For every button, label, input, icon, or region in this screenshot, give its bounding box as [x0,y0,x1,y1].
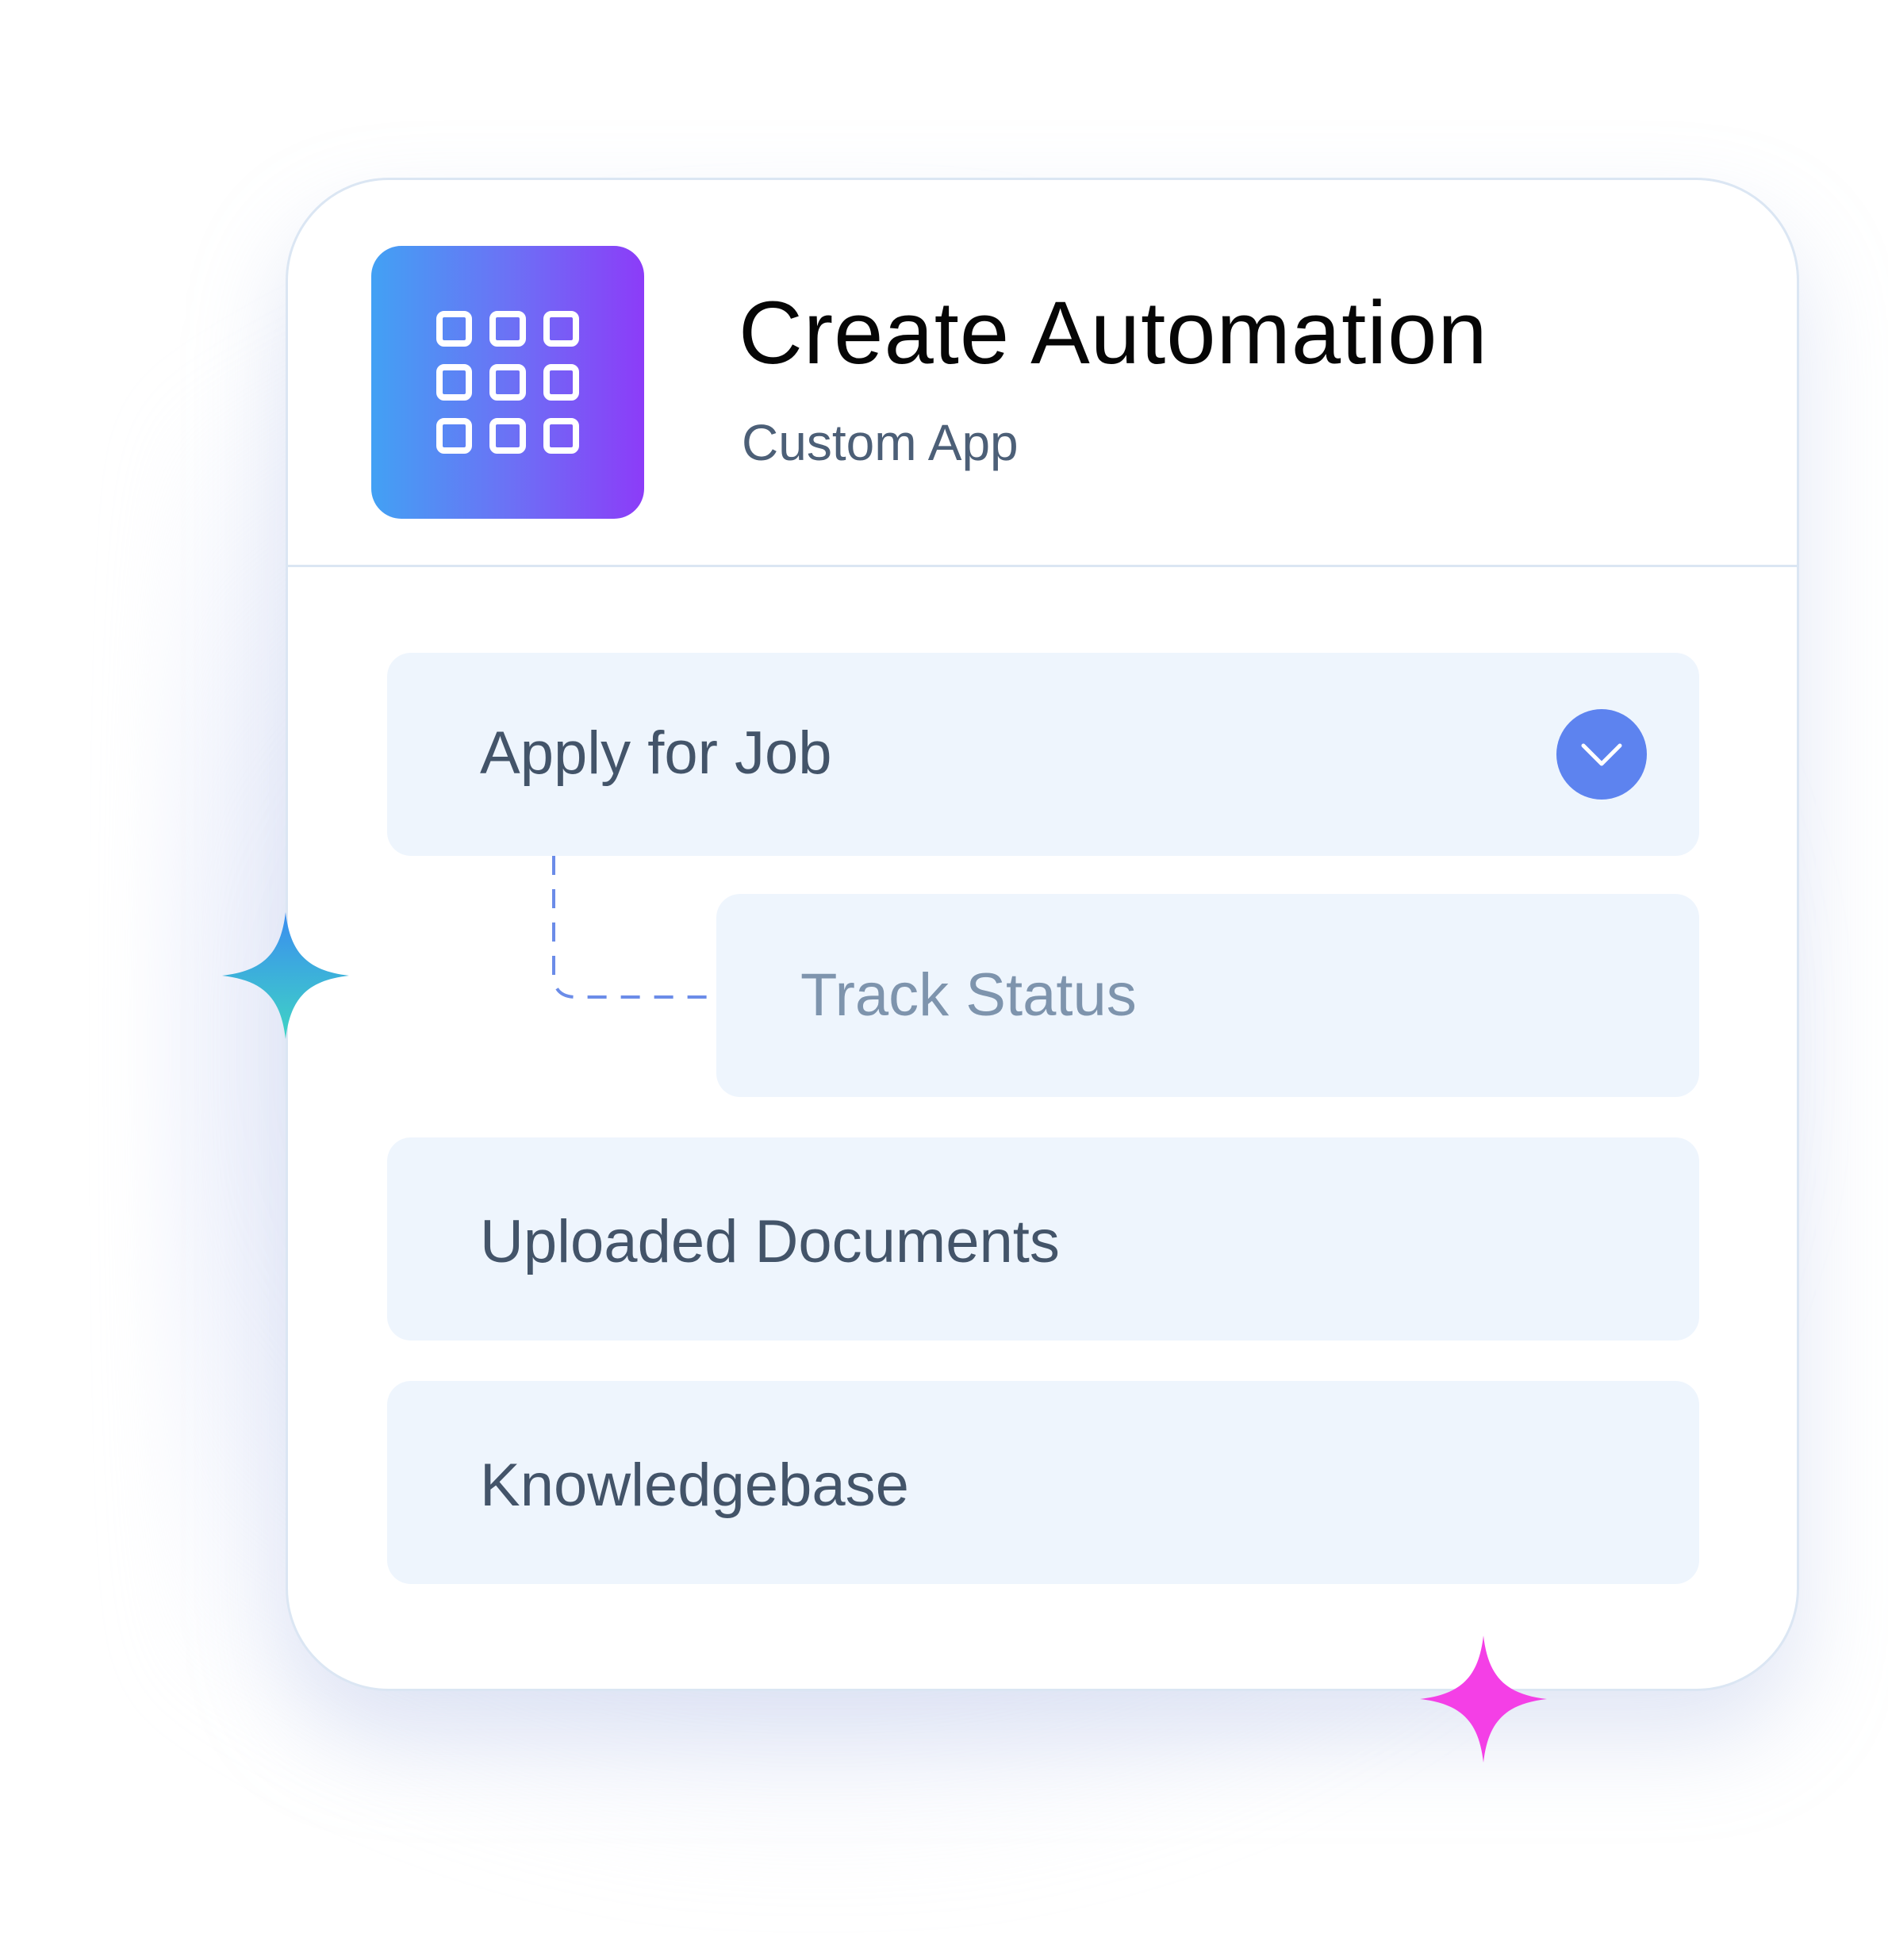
app-grid-icon [371,246,644,519]
card-header: Create Automation Custom App [288,180,1797,567]
automation-card: Create Automation Custom App Apply for J… [286,178,1799,1691]
list-item-label: Apply for Job [480,719,832,787]
chevron-down-icon [1581,743,1622,766]
list-item-uploaded-documents[interactable]: Uploaded Documents [387,1137,1699,1341]
sparkle-icon [222,912,349,1039]
list-item-knowledgebase[interactable]: Knowledgebase [387,1381,1699,1584]
tree-connector [552,856,716,999]
page-title: Create Automation [739,283,1488,382]
list-item-track-status[interactable]: Track Status [716,894,1699,1097]
expand-toggle-button[interactable] [1556,709,1647,800]
list-item-label: Knowledgebase [480,1452,909,1519]
sparkle-icon [1420,1636,1547,1762]
list-item-label: Uploaded Documents [480,1208,1060,1275]
list-item-label: Track Status [800,961,1137,1029]
list-item-apply-for-job[interactable]: Apply for Job [387,653,1699,856]
page-subtitle: Custom App [742,414,1019,471]
